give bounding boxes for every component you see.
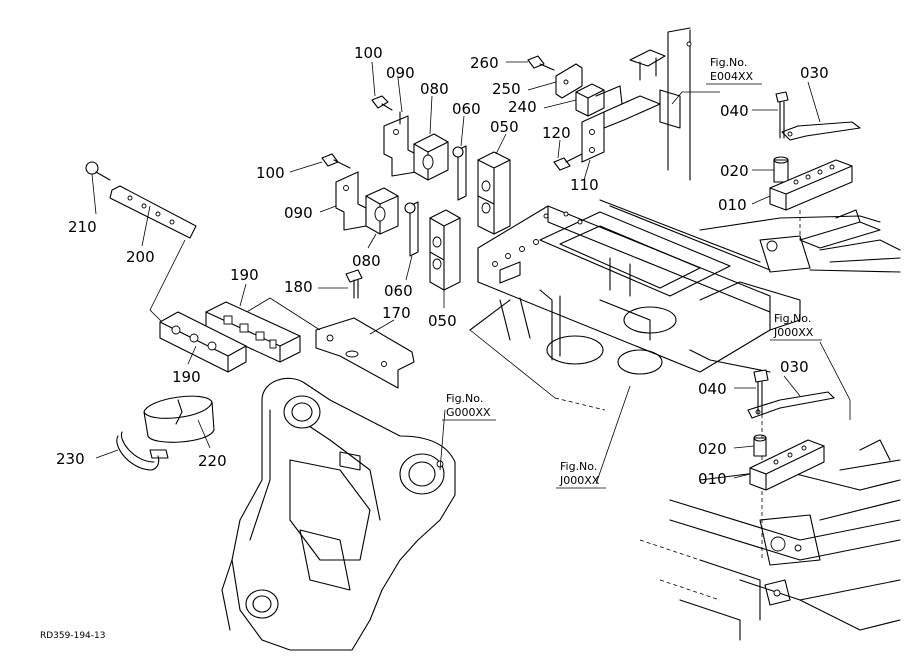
label-120: 120 <box>542 124 571 142</box>
label-240: 240 <box>508 98 537 116</box>
label-050a: 050 <box>490 118 519 136</box>
label-020b: 020 <box>698 440 727 458</box>
part-240-clamp <box>575 83 605 117</box>
label-010b: 010 <box>698 470 727 488</box>
fig-ref-j000b-line1: Fig.No. <box>560 460 597 473</box>
part-100a-bolt <box>371 95 393 111</box>
label-230: 230 <box>56 450 85 468</box>
part-030a-strip <box>781 121 861 141</box>
part-020a-collar <box>773 156 789 183</box>
label-170: 170 <box>382 304 411 322</box>
part-080a-clamp <box>413 133 449 181</box>
part-200-strip <box>109 185 197 239</box>
label-080a: 080 <box>420 80 449 98</box>
part-040b-bolt <box>753 369 769 415</box>
label-060a: 060 <box>452 100 481 118</box>
part-020b-collar <box>753 434 767 457</box>
diagram-code: RD359-194-13 <box>40 631 106 641</box>
label-250: 250 <box>492 80 521 98</box>
leader-lines <box>91 61 821 479</box>
part-010b-block <box>749 439 825 491</box>
label-010a: 010 <box>718 196 747 214</box>
part-010a-block <box>769 159 853 211</box>
part-180-bolt <box>345 269 363 299</box>
label-090a: 090 <box>386 64 415 82</box>
part-030b-strip <box>747 391 835 419</box>
label-030b: 030 <box>780 358 809 376</box>
fig-ref-j000a-line2: J000XX <box>773 326 814 339</box>
label-040a: 040 <box>720 102 749 120</box>
label-030a: 030 <box>800 64 829 82</box>
label-190a: 190 <box>230 266 259 284</box>
label-110: 110 <box>570 176 599 194</box>
part-050a-block <box>477 151 511 235</box>
label-020a: 020 <box>720 162 749 180</box>
main-frame <box>469 199 801 375</box>
part-120-bolt <box>553 153 583 171</box>
label-210: 210 <box>68 218 97 236</box>
label-260: 260 <box>470 54 499 72</box>
fig-ref-g000-line1: Fig.No. <box>446 392 483 405</box>
part-labels: 100 090 080 060 050 260 250 240 120 110 … <box>56 44 829 488</box>
part-250-bracket <box>555 63 583 99</box>
right-upper-frame <box>629 27 901 273</box>
part-050b-block <box>429 209 461 291</box>
part-100b-bolt <box>321 153 351 169</box>
part-170-plate <box>315 317 415 389</box>
label-080b: 080 <box>352 252 381 270</box>
label-040b: 040 <box>698 380 727 398</box>
figure-refs: Fig.No. E004XX Fig.No. J000XX Fig.No. G0… <box>442 56 822 489</box>
label-190b: 190 <box>172 368 201 386</box>
label-060b: 060 <box>384 282 413 300</box>
fig-ref-j000b-line2: J000XX <box>559 474 600 487</box>
right-lower-frame <box>639 400 901 641</box>
label-220: 220 <box>198 452 227 470</box>
callout-lines <box>149 91 851 485</box>
part-210-bolt <box>85 161 111 181</box>
part-080b-clamp <box>365 187 399 235</box>
fig-ref-j000a-line1: Fig.No. <box>774 312 811 325</box>
part-060a-plate <box>452 145 467 201</box>
label-100b: 100 <box>256 164 285 182</box>
part-090a-bracket <box>383 111 417 177</box>
label-050b: 050 <box>428 312 457 330</box>
part-090b-bracket <box>335 171 367 231</box>
part-040a-bolt <box>775 91 789 139</box>
part-220-sleeve <box>143 395 215 443</box>
label-090b: 090 <box>284 204 313 222</box>
label-100a: 100 <box>354 44 383 62</box>
fig-ref-g000-line2: G000XX <box>446 406 491 419</box>
label-180: 180 <box>284 278 313 296</box>
label-200: 200 <box>126 248 155 266</box>
part-110-bracket <box>581 85 661 163</box>
part-260-bolt <box>527 55 555 71</box>
part-060b-plate <box>404 201 419 257</box>
part-230-band <box>116 431 169 471</box>
fig-ref-e004-line2: E004XX <box>710 70 753 83</box>
fig-ref-e004-line1: Fig.No. <box>710 56 747 69</box>
part-190b-clamp <box>159 311 247 373</box>
swing-frame <box>221 377 456 651</box>
